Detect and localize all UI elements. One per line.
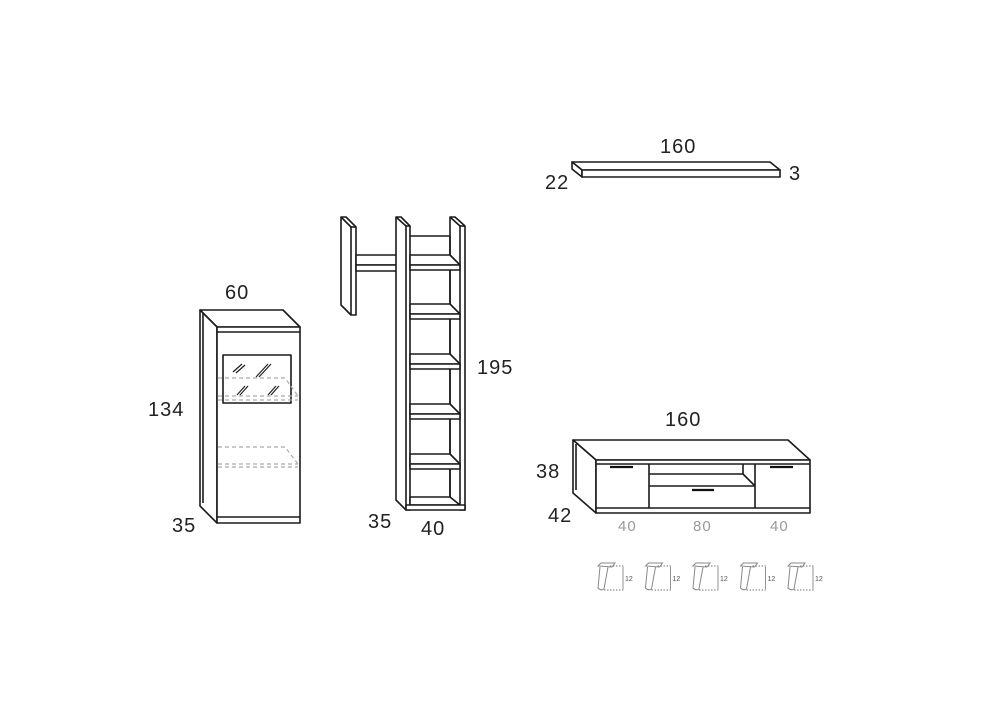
leg-height-label: 12	[720, 576, 728, 583]
wall-shelf: 160 22 3	[545, 136, 801, 194]
legs: 12 12 12 12 12	[596, 562, 823, 591]
display-cabinet: 60 134 35	[148, 282, 301, 537]
glass-window	[222, 354, 292, 404]
section-width-label: 80	[693, 518, 712, 535]
bookcase: 195 35 40	[340, 216, 513, 540]
leg-height-label: 12	[768, 576, 776, 583]
bookcase-height-label: 195	[477, 357, 513, 379]
wall-shelf-width-label: 160	[660, 136, 696, 158]
bookcase-depth-label: 35	[368, 511, 392, 533]
leg-height-label: 12	[625, 576, 633, 583]
tv-unit-height-label: 38	[536, 461, 560, 483]
cabinet-depth-label: 35	[172, 515, 196, 537]
wall-shelf-thickness-label: 3	[789, 163, 801, 185]
section-width-label: 40	[770, 518, 789, 535]
leg-height-label: 12	[815, 576, 823, 583]
tv-unit: 160 38 42 40 80 40	[536, 409, 811, 535]
bookcase-width-label: 40	[421, 518, 445, 540]
leg-icon: 12	[691, 562, 728, 591]
section-width-label: 40	[618, 518, 637, 535]
leg-icon: 12	[739, 562, 776, 591]
tv-unit-width-label: 160	[665, 409, 701, 431]
cabinet-height-label: 134	[148, 399, 184, 421]
leg-icon: 12	[596, 562, 633, 591]
cabinet-width-label: 60	[225, 282, 249, 304]
wall-shelf-depth-label: 22	[545, 172, 569, 194]
leg-height-label: 12	[673, 576, 681, 583]
tv-unit-depth-label: 42	[548, 505, 572, 527]
leg-icon: 12	[786, 562, 823, 591]
leg-icon: 12	[644, 562, 681, 591]
